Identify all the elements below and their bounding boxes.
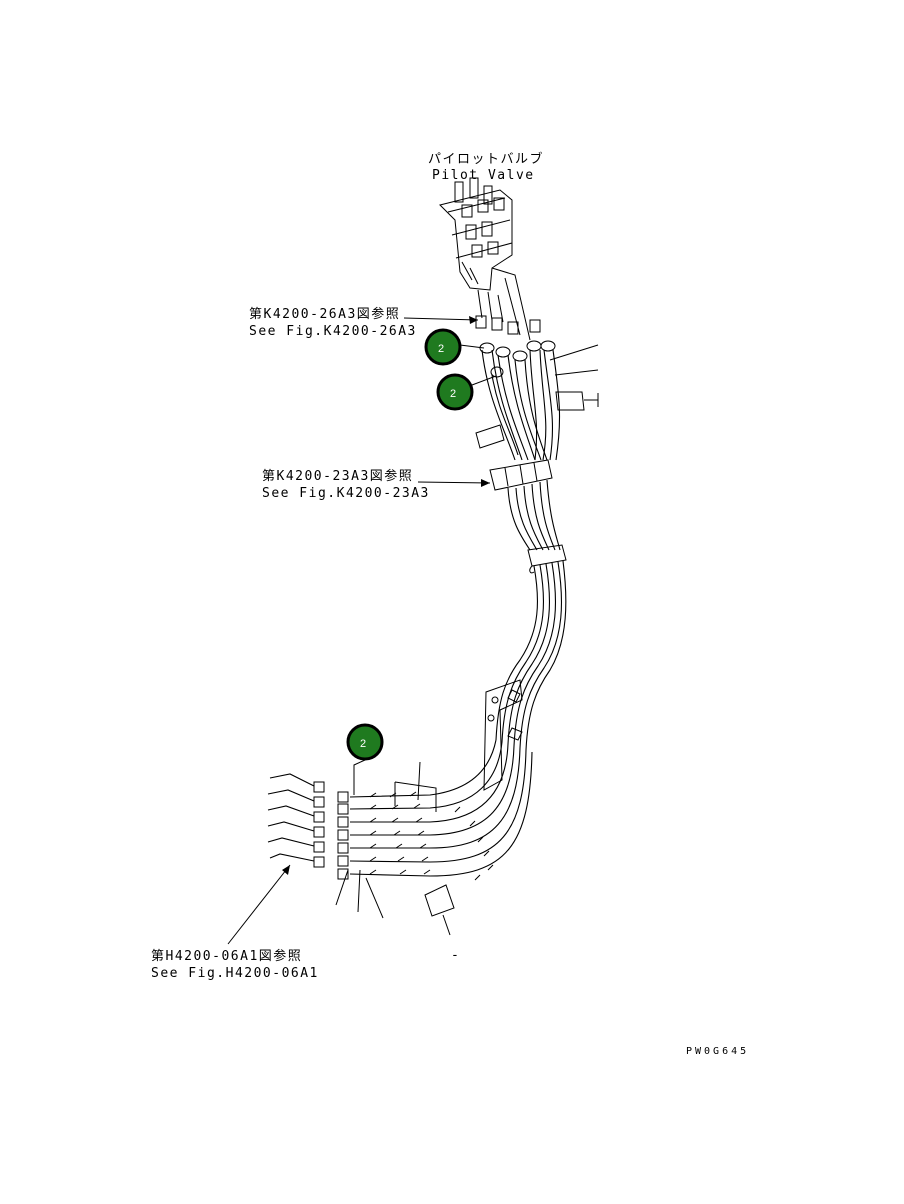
- lower-fittings: [313, 781, 349, 880]
- lower-hose-bundle: [349, 739, 533, 881]
- svg-text:2: 2: [360, 738, 366, 750]
- ref-k4200-23a3-jp: 第K4200-23A3図参照: [262, 468, 413, 484]
- left-hose-stubs: [267, 773, 315, 862]
- clamp-block: [489, 459, 553, 491]
- pilot-valve: [439, 177, 541, 341]
- ref-k4200-26a3-en: See Fig.K4200-26A3: [249, 324, 417, 339]
- callout-middle: 2: [436, 373, 474, 411]
- arrow-k26: [469, 316, 478, 324]
- descending-hose-bundle: [495, 560, 567, 751]
- hose-sleeve-band: [527, 544, 567, 574]
- pilot-valve-label-jp: パイロットバルブ: [428, 151, 544, 167]
- ref-h4200-06a1-en: See Fig.H4200-06A1: [151, 966, 319, 981]
- leader-h06: [227, 864, 291, 945]
- arrow-h06: [282, 865, 290, 875]
- stray-dot: -: [451, 948, 460, 963]
- ref-k4200-26a3-jp: 第K4200-26A3図参照: [249, 306, 400, 322]
- ref-h4200-06a1-jp: 第H4200-06A1図参照: [151, 948, 302, 964]
- upper-hose-bundle: [479, 340, 561, 461]
- svg-text:2: 2: [438, 343, 444, 355]
- leader-k26: [403, 317, 479, 321]
- middle-hose-bundle: [507, 479, 561, 551]
- svg-text:2: 2: [450, 388, 456, 400]
- callout-top: 2: [424, 328, 462, 366]
- ref-k4200-23a3-en: See Fig.K4200-23A3: [262, 486, 430, 501]
- callout-bottom: 2: [346, 723, 384, 761]
- leader-k23: [417, 481, 491, 484]
- arrow-k23: [481, 479, 490, 487]
- mounting-bracket: [483, 679, 523, 791]
- drawing-code: PW0G645: [686, 1046, 749, 1057]
- lower-leaders: [335, 759, 455, 936]
- pilot-valve-label-en: Pilot Valve: [432, 168, 535, 183]
